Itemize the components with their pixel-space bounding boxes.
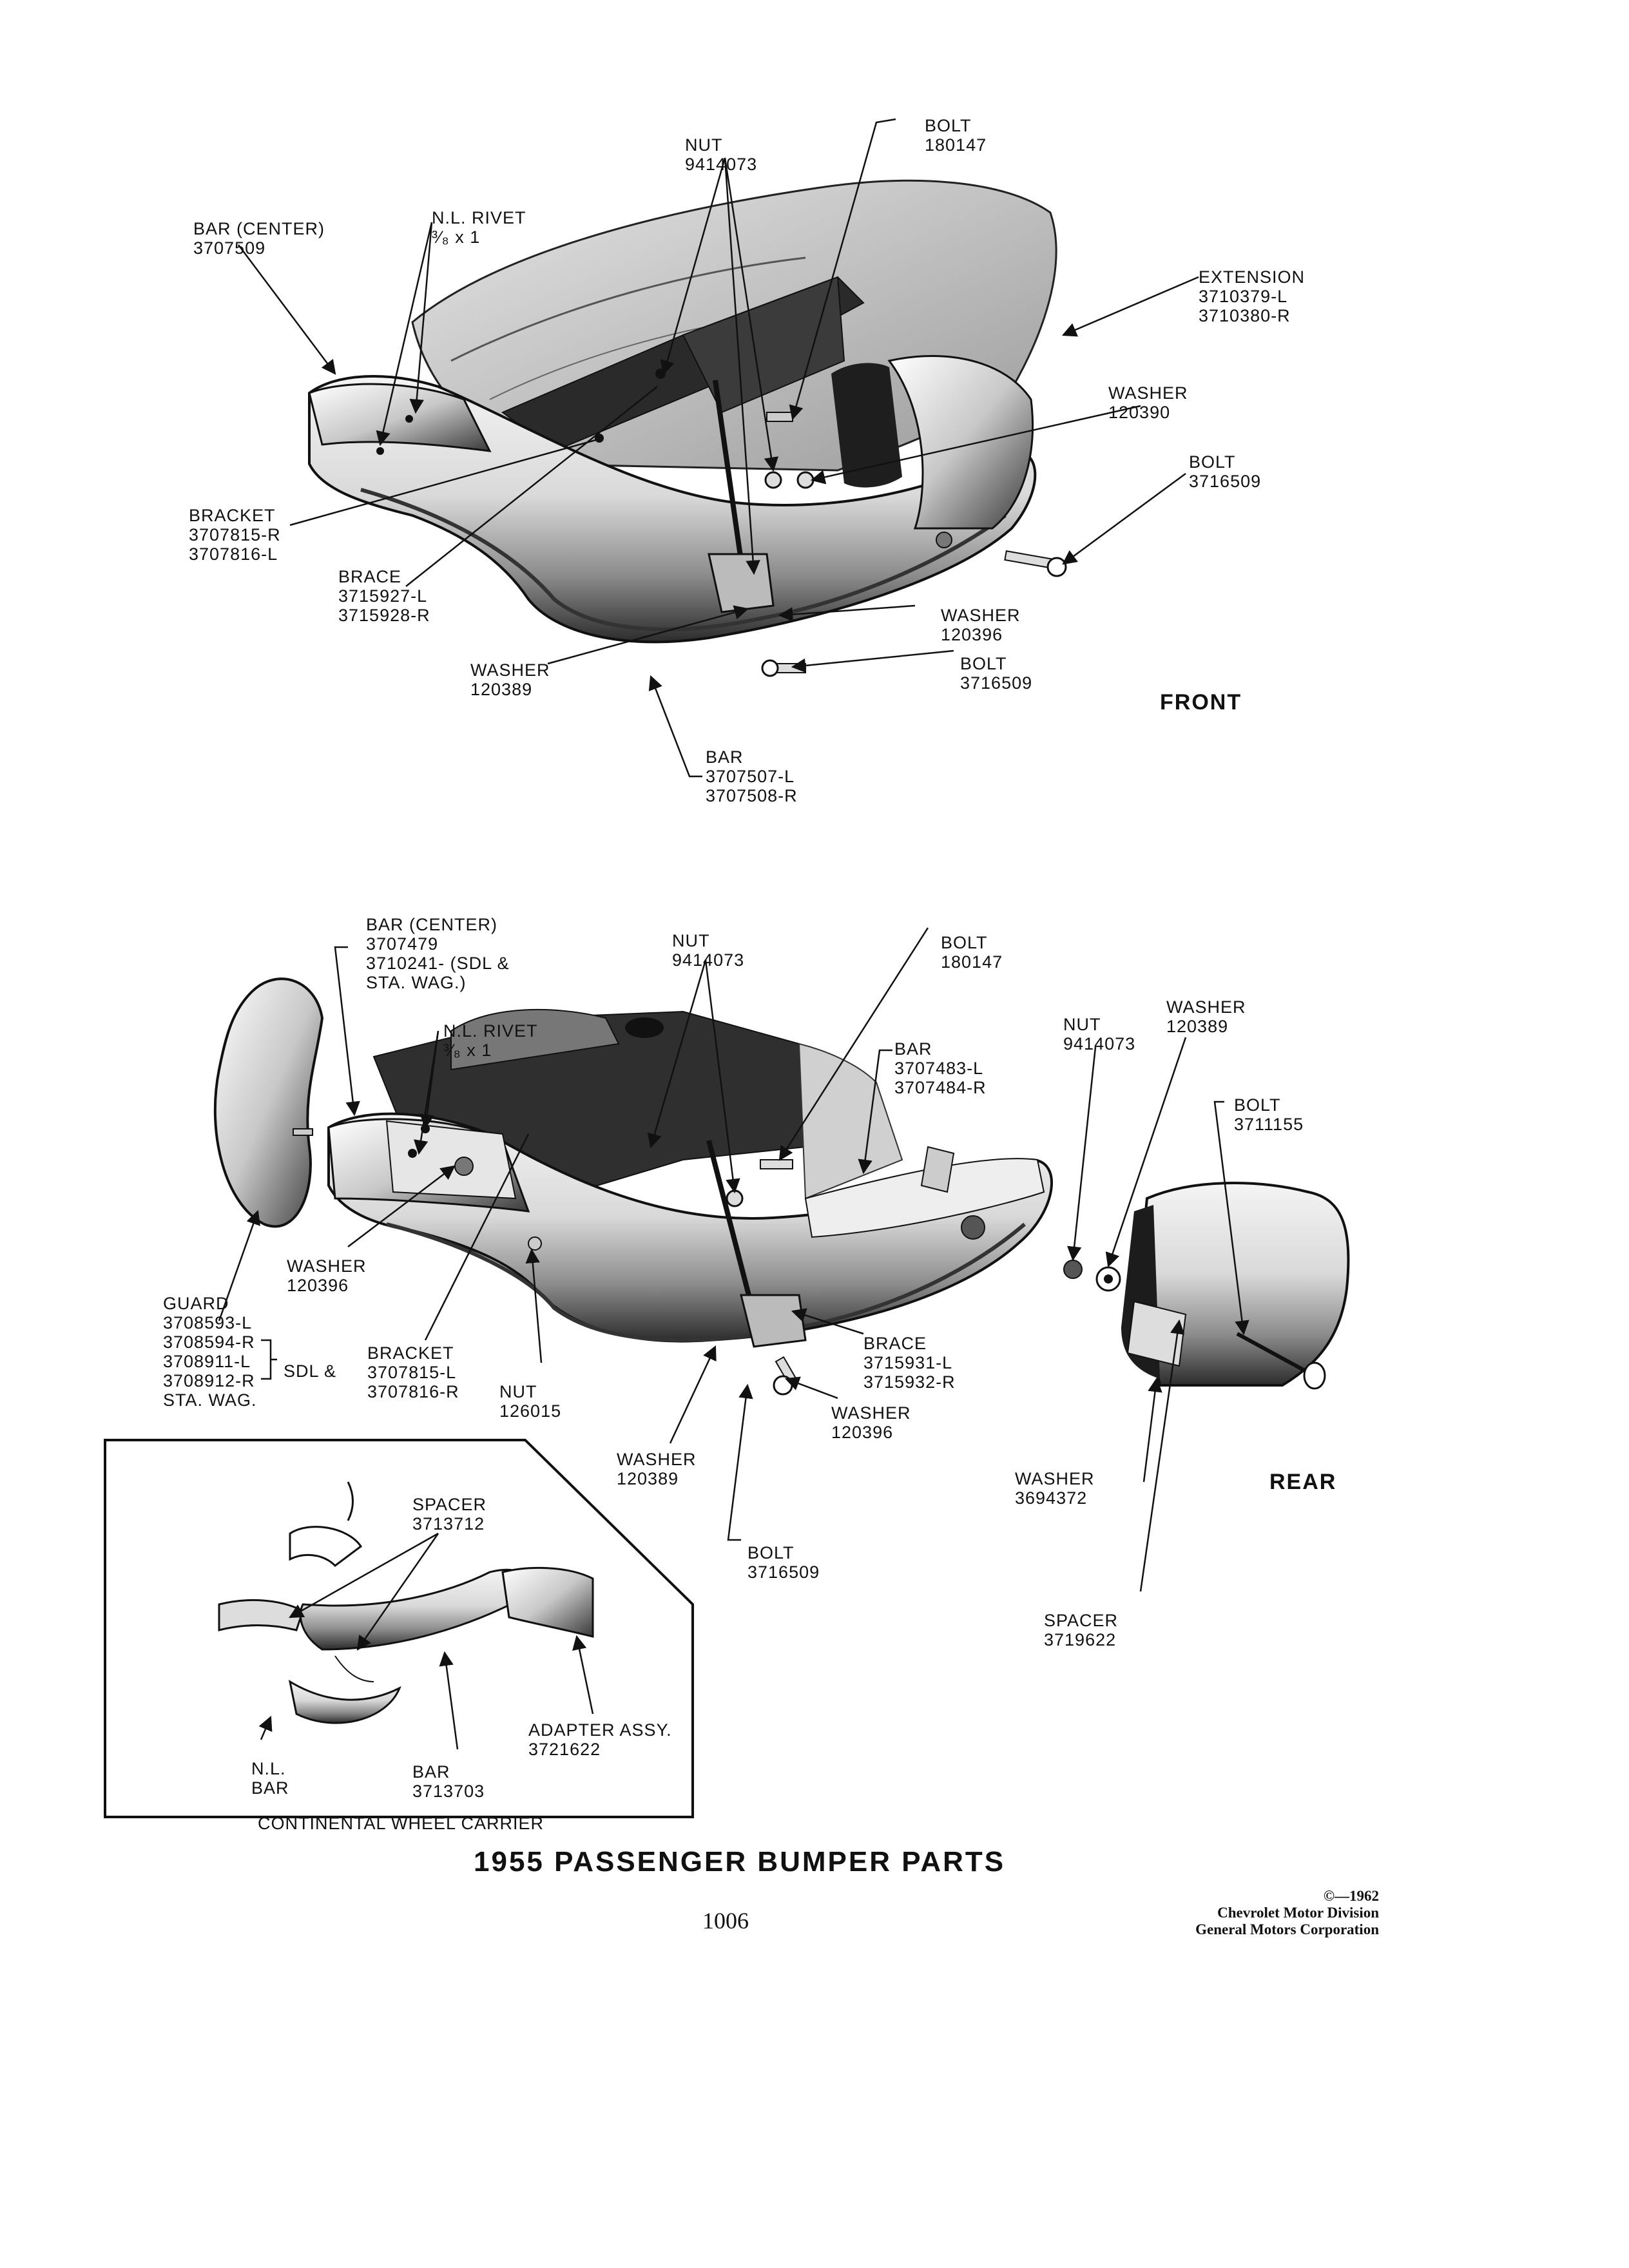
inset-nl-bar-part (288, 1679, 401, 1724)
rear-leaders (218, 927, 1249, 1592)
copyright-corp: General Motors Corporation (1195, 1921, 1379, 1937)
front-assembly (308, 179, 1067, 677)
guard-sdl-bracket (261, 1339, 277, 1380)
copyright-division: Chevrolet Motor Division (1217, 1905, 1379, 1921)
inset-adapter-part (501, 1566, 594, 1638)
front-center-bar (308, 383, 492, 452)
rear-guard (213, 977, 324, 1228)
rear-label-guard-note: SDL & (284, 1361, 337, 1381)
inset-caption: CONTINENTAL WHEEL CARRIER (258, 1814, 545, 1833)
copyright-block: ©—1962 Chevrolet Motor Division General … (1070, 1888, 1379, 1938)
front-label-bar-center: BAR (CENTER)3707509 (193, 219, 325, 258)
inset-leaders (258, 1532, 594, 1750)
copyright-year: ©—1962 (1323, 1888, 1379, 1904)
front-leaders (238, 118, 1199, 778)
front-section-label: FRONT (1160, 690, 1242, 715)
inset-label-adapter: ADAPTER ASSY.3721622 (528, 1720, 672, 1759)
rear-side-detail (1063, 1182, 1350, 1390)
inset-bar-part (299, 1568, 536, 1651)
inset-label-nl-bar: N.L.BAR (251, 1759, 289, 1798)
rear-bar-extension (804, 1158, 1045, 1238)
page-title: 1955 PASSENGER BUMPER PARTS (474, 1846, 1006, 1878)
front-extension (887, 355, 1034, 530)
inset-frame (104, 1439, 694, 1818)
inset-continental-wheel-carrier (104, 1439, 694, 1818)
page-number: 1006 (702, 1908, 749, 1934)
front-bumper-bar (308, 375, 1037, 644)
rear-section-label: REAR (1269, 1470, 1337, 1494)
